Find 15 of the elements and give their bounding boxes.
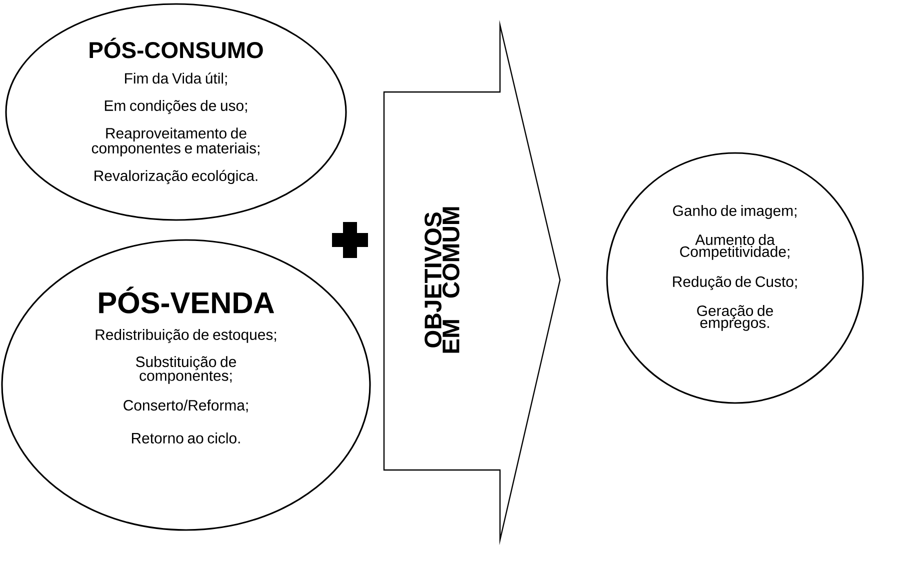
list-item: Retorno ao ciclo. (132, 432, 240, 444)
heading: PÓS-VENDA (99, 286, 274, 314)
list-item: Revalorização ecológica. (94, 170, 258, 184)
list-item: Substituição de componentes; (136, 356, 236, 384)
list-item: Em condições de uso; (104, 100, 247, 114)
list-item: Reaproveitamento de componentes e materiais; (92, 128, 260, 156)
list-item: Ganho de imagem; (673, 205, 796, 219)
list-item: Geração de empregos. (697, 305, 773, 331)
list-item: Fim da Vida útil; (125, 72, 227, 86)
arrow-label: OBJETIVOS EM COMUM (424, 207, 460, 353)
list-item: Redução de Custo; (673, 276, 797, 290)
heading: PÓS-CONSUMO (90, 38, 263, 58)
list-item: Conserto/Reforma; (124, 400, 248, 412)
list-item: Redistribuição de estoques; (96, 329, 276, 343)
list-item: Aumento da Competitividade; (680, 234, 790, 260)
